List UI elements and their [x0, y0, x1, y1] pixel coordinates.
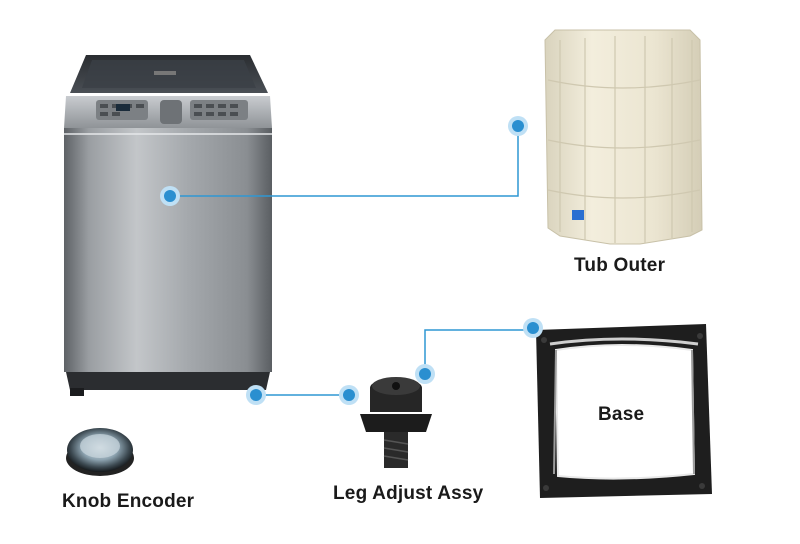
knob-encoder-label: Knob Encoder: [62, 491, 195, 512]
knob-encoder-image: [66, 428, 134, 476]
marker-dot: [415, 364, 435, 384]
marker-dot: [508, 116, 528, 136]
base-frame-image: [536, 324, 712, 498]
washing-machine-image: [64, 55, 272, 396]
connector-tub: [170, 127, 519, 197]
marker-dots: [160, 116, 543, 405]
marker-dot: [246, 385, 266, 405]
marker-dot: [523, 318, 543, 338]
connector-lines: [170, 127, 533, 396]
tub-outer-image: [544, 29, 703, 245]
marker-dot: [339, 385, 359, 405]
leg-adjust-label: Leg Adjust Assy: [333, 483, 484, 504]
marker-dot: [160, 186, 180, 206]
base-label: Base: [598, 404, 645, 425]
connector-base: [424, 329, 533, 373]
leg-adjust-image: [360, 377, 432, 468]
tub-outer-label: Tub Outer: [574, 255, 666, 276]
